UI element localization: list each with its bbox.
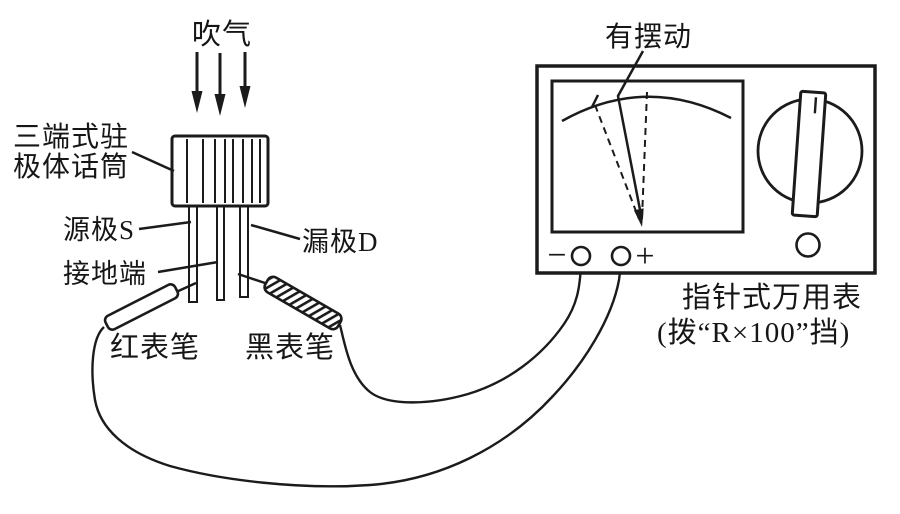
mic-pin-ground <box>216 204 225 301</box>
source-pin-label: 源极S <box>63 215 135 245</box>
red-probe-wire <box>91 263 623 488</box>
mic-label-line1: 三端式驻 <box>13 121 129 153</box>
mic-pin-source <box>188 204 198 303</box>
black-probe-label: 黑表笔 <box>245 331 335 364</box>
down-arrow <box>214 53 226 116</box>
needle-swing-right-dashed <box>641 91 648 220</box>
meter-range-label: (拨“R×100”挡) <box>657 316 850 349</box>
meter-needle <box>616 50 645 216</box>
mic-body-hatch <box>186 139 261 203</box>
black-probe-wire <box>338 263 583 404</box>
knob-handle <box>790 89 828 219</box>
black-probe-tip <box>237 272 269 286</box>
mic-pointer-line <box>131 150 175 173</box>
drain-pointer-line <box>250 223 301 241</box>
black-probe <box>237 272 343 331</box>
negative-terminal-label: − <box>547 237 566 274</box>
drain-pin-label: 漏极D <box>302 227 379 257</box>
positive-terminal-label: + <box>635 238 654 275</box>
meter-display <box>550 79 745 234</box>
ground-pointer-line <box>157 260 219 274</box>
meter-name-label: 指针式万用表 <box>682 281 862 314</box>
positive-terminal <box>610 245 632 267</box>
mic-label-line2: 极体话筒 <box>13 151 129 183</box>
negative-terminal <box>570 245 592 267</box>
needle-swing-label: 有摆动 <box>605 21 692 53</box>
source-pointer-line <box>138 220 192 231</box>
down-arrow <box>191 52 203 113</box>
needle-arrowhead <box>633 208 644 227</box>
scale-tick-left <box>590 94 600 108</box>
down-arrow <box>239 52 251 108</box>
multimeter: − + <box>535 50 877 275</box>
blow-air-arrows <box>191 52 251 116</box>
needle-swing-left-dashed <box>594 104 640 220</box>
zero-adjust-hole <box>795 232 821 258</box>
blow-air-label: 吹气 <box>192 18 252 51</box>
red-probe-label: 红表笔 <box>110 331 200 364</box>
ground-pin-label: 接地端 <box>63 259 147 289</box>
red-probe <box>103 281 197 331</box>
mic-pin-drain <box>239 204 249 298</box>
electret-microphone <box>170 134 270 303</box>
